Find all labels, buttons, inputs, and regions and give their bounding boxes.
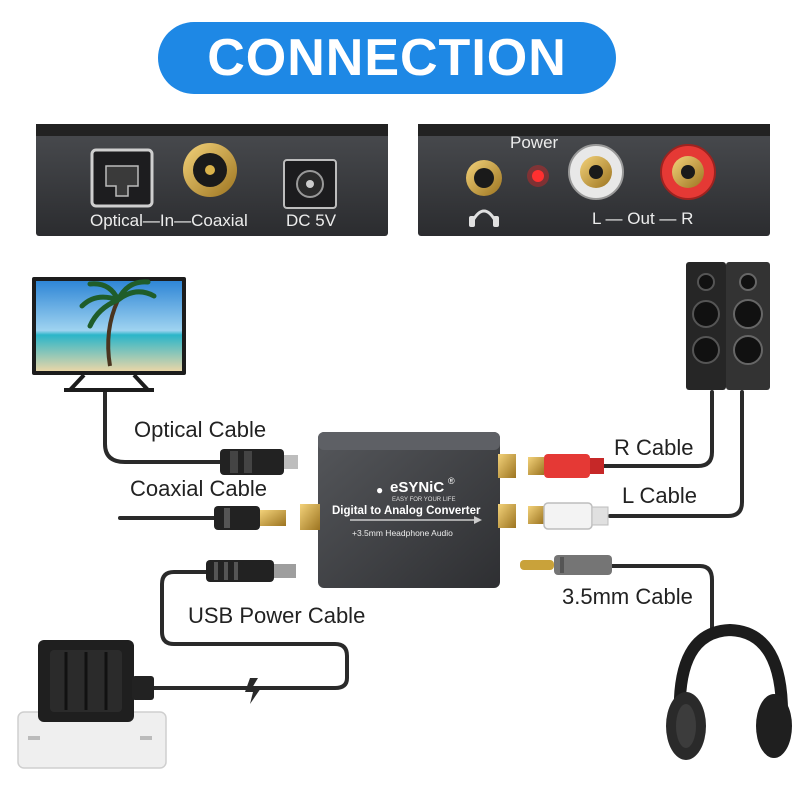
device-subtitle: +3.5mm Headphone Audio (352, 528, 453, 538)
usb-power-cable-label: USB Power Cable (188, 603, 365, 628)
power-label: Power (510, 133, 559, 152)
cable-wires (103, 390, 744, 690)
cable-break-icon (245, 678, 261, 704)
device-brand-logo: ● (376, 483, 383, 497)
l-cable-label: L Cable (622, 483, 697, 508)
tv-icon (32, 277, 186, 392)
rca-right-port-icon (660, 144, 716, 200)
optical-coaxial-label: Optical—In—Coaxial (90, 211, 248, 230)
optical-connector-icon (220, 449, 298, 475)
jack-35mm-connector-icon (520, 555, 612, 575)
device-brand-mark: ® (448, 476, 455, 486)
power-adapter-icon (17, 640, 167, 769)
headphone-cable-label: 3.5mm Cable (562, 584, 693, 609)
rca-white-connector-icon (528, 502, 609, 530)
device-tagline: EASY FOR YOUR LIFE (392, 497, 455, 503)
power-led-icon (527, 165, 549, 187)
optical-port-icon (90, 148, 154, 208)
optical-cable-label: Optical Cable (134, 417, 266, 442)
rca-red-connector-icon (528, 454, 604, 478)
r-cable-label: R Cable (614, 435, 693, 460)
speaker-right-icon (726, 262, 770, 390)
headphone-jack-icon (466, 160, 502, 196)
coaxial-connector-icon (214, 506, 286, 530)
rca-left-port-icon (568, 144, 624, 200)
coaxial-port-icon (183, 143, 237, 197)
device-brand: eSYNiC (390, 479, 444, 496)
dc-label: DC 5V (286, 211, 337, 230)
dc-port-icon (283, 159, 337, 209)
coaxial-cable-label: Coaxial Cable (130, 476, 267, 501)
out-label: L — Out — R (592, 209, 693, 228)
dc-connector-icon (206, 560, 296, 582)
device-name: Digital to Analog Converter (332, 505, 481, 517)
headphones-icon (666, 623, 792, 760)
converter-device (300, 432, 516, 588)
input-panel (36, 124, 388, 236)
headphone-icon (469, 209, 499, 227)
banner-title: CONNECTION (207, 29, 567, 87)
connection-banner: CONNECTION (158, 22, 616, 94)
speaker-left-icon (686, 262, 726, 390)
output-panel (418, 124, 770, 236)
